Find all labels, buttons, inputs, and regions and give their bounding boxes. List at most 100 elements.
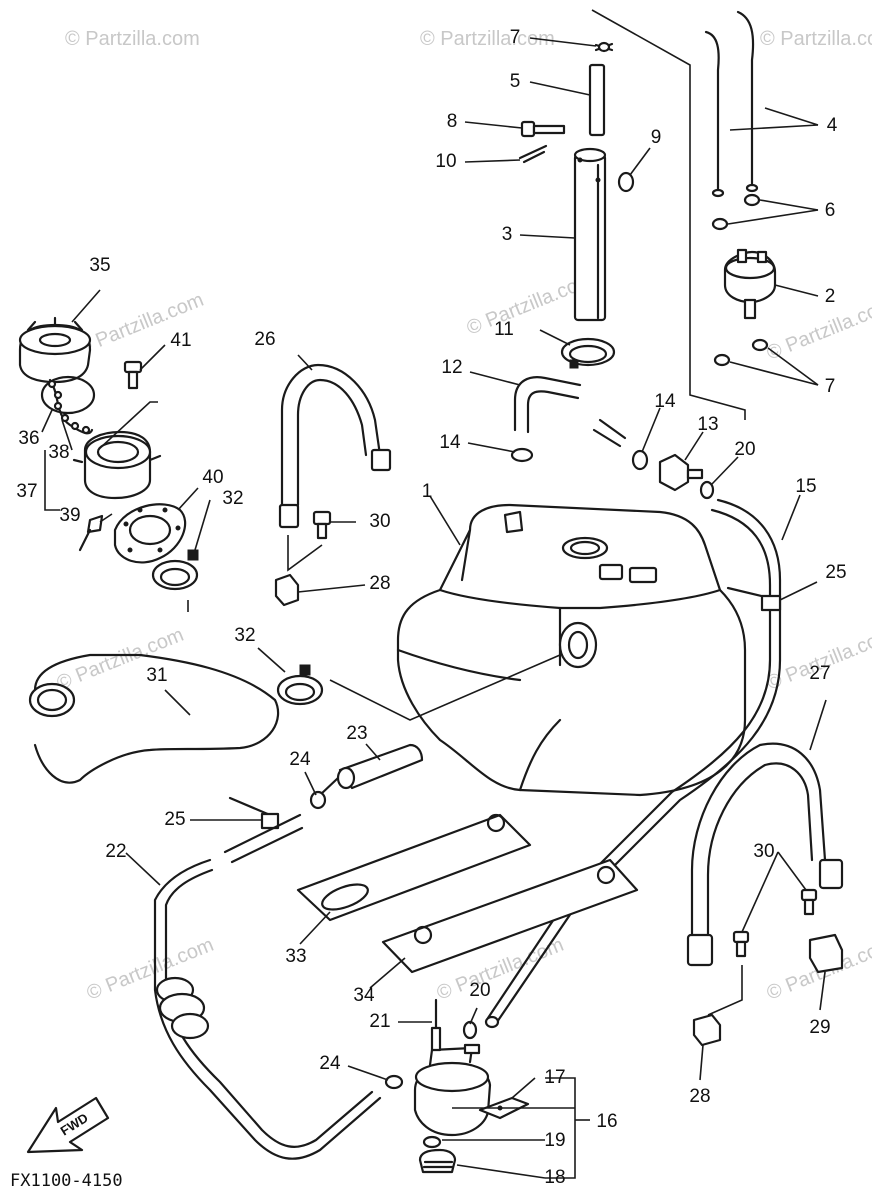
tank-strap-right[interactable] <box>686 742 844 967</box>
strap-holder-29[interactable] <box>808 933 844 974</box>
hose-clamp-32b[interactable] <box>276 664 324 706</box>
filler-hose[interactable] <box>28 653 280 784</box>
callout-1: 1 <box>422 481 433 502</box>
callout-30: 30 <box>753 841 774 862</box>
callout-8: 8 <box>447 111 458 132</box>
bolt-21[interactable] <box>430 998 442 1052</box>
callout-20: 20 <box>734 439 755 460</box>
callouts: 7 5 8 9 10 3 11 12 14 14 13 20 15 4 6 2 … <box>16 27 846 1188</box>
pad-34[interactable] <box>381 858 639 974</box>
clip-top[interactable] <box>594 41 614 53</box>
pipe-sleeve[interactable] <box>588 63 606 137</box>
hose-clamp[interactable] <box>560 337 616 369</box>
callout-36: 36 <box>18 428 39 449</box>
callout-28: 28 <box>369 573 390 594</box>
fuel-hose[interactable] <box>513 376 627 448</box>
watermark: © Partzilla.com <box>764 294 872 365</box>
callout-14: 14 <box>439 432 461 453</box>
clip-24b[interactable] <box>384 1074 404 1090</box>
breather-hose[interactable] <box>484 498 782 1029</box>
callout-27: 27 <box>809 663 830 684</box>
o-ring-19[interactable] <box>422 1135 442 1149</box>
hose-clamp-14a[interactable] <box>510 447 534 463</box>
fuel-joint[interactable] <box>658 453 704 492</box>
clip-24a[interactable] <box>309 790 327 810</box>
callout-32: 32 <box>222 488 243 509</box>
bolt-30a[interactable] <box>312 510 332 540</box>
callout-16: 16 <box>596 1111 617 1132</box>
hose-clamp-32a[interactable] <box>151 549 199 591</box>
bracket-28b[interactable] <box>692 1013 722 1047</box>
callout-26: 26 <box>254 329 275 350</box>
callout-4: 4 <box>827 115 838 136</box>
callout-12: 12 <box>441 357 462 378</box>
clip-20a[interactable] <box>699 480 715 500</box>
vent-clips[interactable] <box>711 193 769 367</box>
neck-leader <box>97 401 158 451</box>
callout-10: 10 <box>435 151 456 172</box>
cable-tie-25a[interactable] <box>223 796 304 864</box>
callout-18: 18 <box>544 1167 565 1188</box>
callout-23: 23 <box>346 723 367 744</box>
strap-leader <box>707 965 743 1016</box>
bracket-28a[interactable] <box>274 573 300 607</box>
callout-34: 34 <box>353 985 375 1006</box>
screw-39[interactable] <box>78 514 104 552</box>
callout-35: 35 <box>89 255 110 276</box>
callout-40: 40 <box>202 467 223 488</box>
fwd-arrow-icon: FWD <box>26 1096 110 1154</box>
callout-22: 22 <box>105 841 126 862</box>
callout-37: 37 <box>16 481 37 502</box>
screw-41[interactable] <box>123 360 143 390</box>
pad-33[interactable] <box>296 813 532 922</box>
callout-2: 2 <box>825 286 836 307</box>
watermark: © Partzilla.com <box>420 28 555 50</box>
gasket-40[interactable] <box>113 503 187 564</box>
callout-24: 24 <box>289 749 311 770</box>
callout-9: 9 <box>651 127 662 148</box>
callout-39: 39 <box>59 505 80 526</box>
fuel-tank[interactable] <box>396 503 747 797</box>
callout-31: 31 <box>146 665 167 686</box>
callout-24: 24 <box>319 1053 341 1074</box>
callout-7: 7 <box>825 376 836 397</box>
fuel-cap[interactable] <box>18 316 92 384</box>
clip-20b[interactable] <box>462 1020 478 1040</box>
fuel-filter[interactable] <box>413 1043 492 1137</box>
callout-13: 13 <box>697 414 718 435</box>
callout-14: 14 <box>654 391 676 412</box>
tether-chain[interactable] <box>47 378 94 435</box>
o-ring-36[interactable] <box>40 375 96 415</box>
filter-bowl-18[interactable] <box>418 1148 457 1174</box>
callout-30: 30 <box>369 511 390 532</box>
callout-41: 41 <box>170 330 191 351</box>
clip[interactable] <box>518 144 548 164</box>
vent-hose[interactable] <box>153 858 382 1160</box>
cable-tie-25b[interactable] <box>726 586 782 612</box>
bolt-30b[interactable] <box>732 888 818 958</box>
watermark: © Partzilla.com <box>760 28 872 50</box>
callout-25: 25 <box>825 562 846 583</box>
figure-code: FX1100-4150 <box>10 1171 123 1191</box>
bolt[interactable] <box>520 120 566 138</box>
callout-32: 32 <box>234 625 255 646</box>
suction-pipe[interactable] <box>573 147 607 322</box>
callout-17: 17 <box>544 1067 565 1088</box>
filler-neck[interactable] <box>72 430 162 500</box>
callout-5: 5 <box>510 71 521 92</box>
callout-33: 33 <box>285 946 306 967</box>
breather-pipe[interactable] <box>318 743 424 797</box>
tank-strap-left[interactable] <box>278 363 392 529</box>
vent-pipes[interactable] <box>704 10 759 198</box>
watermark: © Partzilla.com <box>65 28 200 50</box>
hose-coupler[interactable] <box>155 976 210 1040</box>
hose-clamp-14b[interactable] <box>631 449 649 471</box>
callout-29: 29 <box>809 1017 830 1038</box>
washer[interactable] <box>617 171 635 193</box>
callout-leaders <box>41 37 827 1179</box>
check-valve[interactable] <box>723 248 777 320</box>
callout-11: 11 <box>494 319 514 340</box>
callout-15: 15 <box>795 476 816 497</box>
assembly-bracket-line <box>591 9 746 420</box>
